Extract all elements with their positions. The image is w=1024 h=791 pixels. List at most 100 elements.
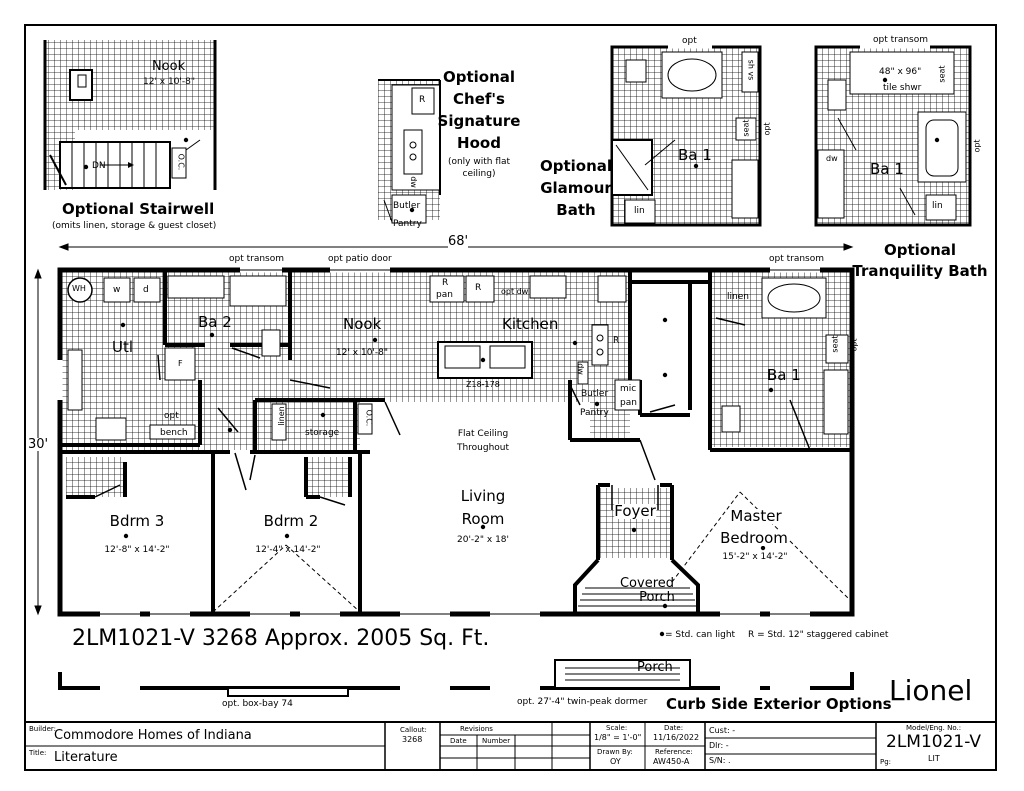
oc-label: O.C. (364, 409, 374, 427)
tranquility-room-label: Ba 1 (870, 160, 904, 178)
overall-width-dimension: 68' (448, 234, 469, 249)
dormer-label: opt. 27'-4" twin-peak dormer (517, 697, 648, 707)
overall-depth-dimension: 30' (28, 437, 49, 452)
tranquility-title-2: Tranquility Bath (852, 262, 988, 280)
microwave-label: mic (620, 384, 637, 394)
glamour-opt-top: opt (682, 36, 697, 46)
tranquility-lin-label: lin (932, 201, 943, 211)
scale-value: 1/8" = 1'-0" (594, 733, 642, 742)
bedroom-3-size: 12'-8" x 14'-2" (104, 545, 170, 555)
flat-ceiling-line-1: Flat Ceiling (457, 429, 509, 439)
stairwell-oc-label: O.C. (176, 153, 186, 171)
living-room-size: 20'-2" x 18' (456, 535, 510, 545)
main-plan (57, 77, 940, 637)
bath-1-seat-label: seat (830, 335, 840, 353)
nook-size: 12' x 10'-8" (336, 348, 389, 358)
callout-field-label: Callout: (400, 726, 427, 734)
dealer-field: Dlr: - (709, 741, 729, 750)
microwave-pan-label: pan (620, 398, 637, 408)
reference-field-label: Reference: (655, 748, 693, 756)
chef-title-2: Chef's (453, 90, 505, 108)
stairwell-note: (omits linen, storage & guest closet) (52, 221, 217, 231)
living-room-label-1: Living (460, 487, 506, 505)
master-linen-label: linen (727, 292, 749, 302)
plan-headline: 2LM1021-V 3268 Approx. 2005 Sq. Ft. (72, 626, 490, 651)
opt-transom-left: opt transom (229, 254, 285, 264)
revisions-date-label: Date (450, 737, 467, 745)
serial-number-field: S/N: . (709, 756, 731, 765)
model-number-value: 2LM1021-V (886, 732, 981, 752)
foyer-label: Foyer (614, 502, 656, 520)
glamour-title-2: Glamour (540, 179, 612, 197)
bedroom-3-label: Bdrm 3 (109, 512, 165, 530)
flat-ceiling-line-2: Throughout (456, 443, 510, 453)
tranquility-title-1: Optional (883, 241, 957, 259)
tranquility-seat-label: seat (937, 65, 947, 83)
page-field-label: Pg: (880, 758, 892, 766)
chef-butler-label: Butler (393, 201, 421, 211)
bedroom-2-label: Bdrm 2 (263, 512, 319, 530)
chef-title-3: Signature (437, 112, 521, 130)
bench-label: bench (160, 428, 188, 438)
legend-can-light: = Std. can light (665, 630, 736, 640)
callout-value: 3268 (402, 735, 423, 744)
title-block-lines (24, 721, 997, 771)
glamour-title-1: Optional (539, 157, 613, 175)
revisions-number-label: Number (482, 737, 511, 745)
nook-label: Nook (343, 315, 382, 333)
washer-label: w (113, 285, 121, 295)
dishwasher-label: dw (575, 363, 585, 375)
covered-porch-label-1: Covered (619, 576, 675, 591)
pantry-label: Pantry (580, 408, 609, 418)
storage-label: storage (305, 428, 340, 438)
chef-pantry-label: Pantry (393, 219, 422, 229)
stairwell-inset (43, 40, 217, 190)
revisions-label: Revisions (460, 725, 493, 733)
model-field-label: Model/Eng. No.: (906, 724, 962, 732)
stairwell-dn-label: DN (92, 161, 106, 171)
linen-closet-label: linen (276, 406, 286, 426)
date-value: 11/16/2022 (653, 733, 700, 742)
island-label: Z18-178 (466, 380, 500, 389)
date-field-label: Date: (664, 724, 684, 732)
tranquility-dw-label: dw (826, 154, 838, 163)
builder-value: Commodore Homes of Indiana (54, 728, 252, 743)
tranquility-opt-side: opt (972, 139, 982, 153)
box-bay-label: opt. box-bay 74 (222, 699, 293, 709)
living-room-label-2: Room (461, 510, 505, 528)
exterior-strip (58, 659, 854, 697)
customer-field: Cust: - (709, 726, 736, 735)
pantry-r-label: R (442, 278, 449, 288)
bath-2-label: Ba 2 (198, 313, 232, 331)
water-heater-label: WH (72, 284, 86, 293)
bedroom-2-size: 12'-4" x 14'-2" (255, 545, 321, 555)
furnace-label: F (178, 359, 183, 368)
exterior-options-title: Curb Side Exterior Options (666, 695, 892, 713)
chef-hood-inset (378, 79, 441, 224)
exterior-porch-label: Porch (637, 660, 673, 675)
kitchen-r-label: R (613, 336, 620, 346)
chef-note-1: (only with flat (447, 157, 511, 167)
glamour-opt-side: opt (762, 122, 772, 136)
chef-r-label: R (419, 95, 426, 105)
stairwell-nook-label: Nook (152, 59, 186, 74)
drawn-by-field-label: Drawn By: (597, 748, 633, 756)
dryer-label: d (143, 285, 149, 295)
cabinet-r-label: R (475, 283, 482, 293)
bath-1-label: Ba 1 (767, 366, 801, 384)
opt-dishwasher-label: opt dw (501, 287, 529, 296)
bench-opt-label: opt (164, 411, 179, 421)
glamour-shvs-label: sh vs (746, 59, 756, 81)
chef-title-1: Optional (442, 68, 516, 86)
scale-field-label: Scale: (606, 724, 628, 732)
pantry-pan-label: pan (436, 290, 453, 300)
master-bedroom-size: 15'-2" x 14'-2" (722, 552, 788, 562)
glamour-room-label: Ba 1 (678, 146, 712, 164)
model-name: Lionel (889, 674, 973, 707)
glamour-title-3: Bath (556, 201, 596, 219)
builder-field-label: Builder: (29, 725, 56, 733)
title-value: Literature (54, 750, 118, 765)
tranquility-shower-label: tile shwr (883, 83, 922, 93)
master-bedroom-label-1: Master (730, 507, 782, 525)
